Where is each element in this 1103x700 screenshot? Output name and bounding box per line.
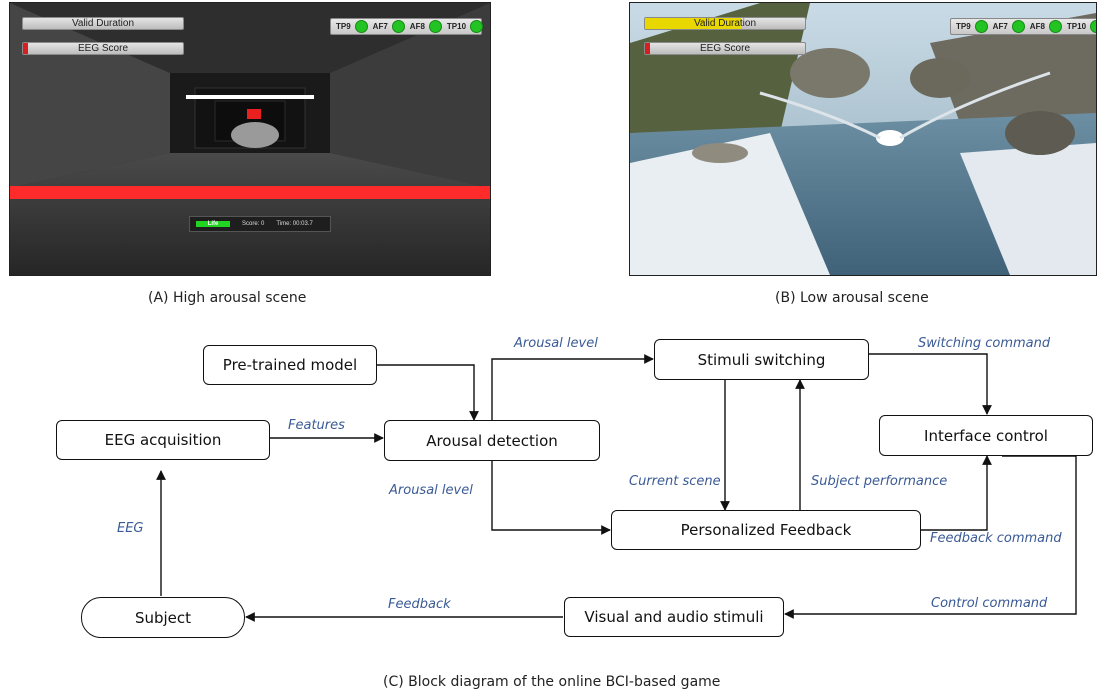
caption-b: (B) Low arousal scene — [775, 290, 929, 306]
node-stimuli-switching: Stimuli switching — [654, 339, 869, 380]
floor-stripe — [10, 186, 490, 199]
sensor-ok-icon — [1048, 20, 1062, 33]
label-control-command: Control command — [931, 596, 1048, 611]
edge-control-command — [784, 455, 1077, 619]
edge-switching-command — [869, 353, 992, 415]
sensor-af7: AF7 — [993, 20, 1025, 33]
eeg-score-bar: EEG Score — [22, 42, 184, 55]
sensor-ok-icon — [391, 20, 405, 33]
valid-duration-label: Valid Duration — [71, 18, 135, 29]
node-eeg-acquisition: EEG acquisition — [56, 420, 270, 460]
sensor-ok-icon — [1090, 20, 1096, 33]
sensor-ok-icon — [470, 20, 484, 33]
high-arousal-screenshot: Valid Duration EEG Score TP9 AF7 AF8 TP1… — [9, 2, 491, 276]
game-status-hud: Life Score: 0 Time: 00:03.7 — [189, 216, 331, 232]
label-current-scene: Current scene — [629, 474, 721, 489]
sensor-tp10: TP10 — [447, 20, 484, 33]
sensor-af8: AF8 — [410, 20, 442, 33]
node-personalized-feedback: Personalized Feedback — [611, 510, 921, 550]
sensor-status-panel: TP9 AF7 AF8 TP10 — [950, 18, 1096, 35]
sensor-ok-icon — [974, 20, 988, 33]
caption-a: (A) High arousal scene — [148, 290, 307, 306]
valid-duration-fill — [645, 18, 741, 29]
node-visual-audio-stimuli: Visual and audio stimuli — [564, 597, 784, 637]
sensor-ok-icon — [1011, 20, 1025, 33]
edge-arousal-level-top — [491, 354, 654, 420]
node-interface-control: Interface control — [879, 415, 1093, 456]
valid-duration-bar: Valid Duration — [644, 17, 806, 30]
sensor-tp10: TP10 — [1067, 20, 1096, 33]
label-eeg: EEG — [117, 521, 144, 536]
label-subject-performance: Subject performance — [811, 474, 948, 489]
eeg-score-fill — [23, 43, 28, 54]
sensor-ok-icon — [428, 20, 442, 33]
sensor-status-panel: TP9 AF7 AF8 TP10 — [330, 18, 484, 35]
time-text: Time: 00:03.7 — [276, 221, 313, 227]
sensor-tp9: TP9 — [956, 20, 988, 33]
sensor-ok-icon — [354, 20, 368, 33]
sensor-tp9: TP9 — [336, 20, 368, 33]
sensor-af7: AF7 — [373, 20, 405, 33]
edge-pretrained-to-arousal — [377, 364, 479, 421]
label-feedback: Feedback — [388, 597, 451, 612]
life-bar: Life — [196, 221, 230, 227]
node-subject: Subject — [81, 597, 245, 638]
caption-c: (C) Block diagram of the online BCI-base… — [383, 674, 721, 690]
low-arousal-screenshot: Valid Duration EEG Score TP9 AF7 AF8 TP1… — [629, 2, 1097, 276]
label-feedback-command: Feedback command — [930, 531, 1062, 546]
valid-duration-bar: Valid Duration — [22, 17, 184, 30]
edge-arousal-level-bottom — [491, 456, 611, 535]
eeg-score-fill — [645, 43, 650, 54]
label-arousal-level-top: Arousal level — [514, 336, 598, 351]
label-arousal-level-bottom: Arousal level — [389, 483, 473, 498]
score-text: Score: 0 — [242, 221, 265, 227]
eeg-score-label: EEG Score — [77, 43, 129, 54]
valid-duration-label: Valid Duration — [693, 18, 757, 29]
eeg-score-bar: EEG Score — [644, 42, 806, 55]
node-pretrained-model: Pre-trained model — [203, 345, 377, 385]
label-features: Features — [288, 418, 345, 433]
sensor-af8: AF8 — [1030, 20, 1062, 33]
edge-feedback-command — [921, 455, 992, 531]
label-switching-command: Switching command — [918, 336, 1051, 351]
eeg-score-label: EEG Score — [699, 43, 751, 54]
node-arousal-detection: Arousal detection — [384, 420, 600, 461]
